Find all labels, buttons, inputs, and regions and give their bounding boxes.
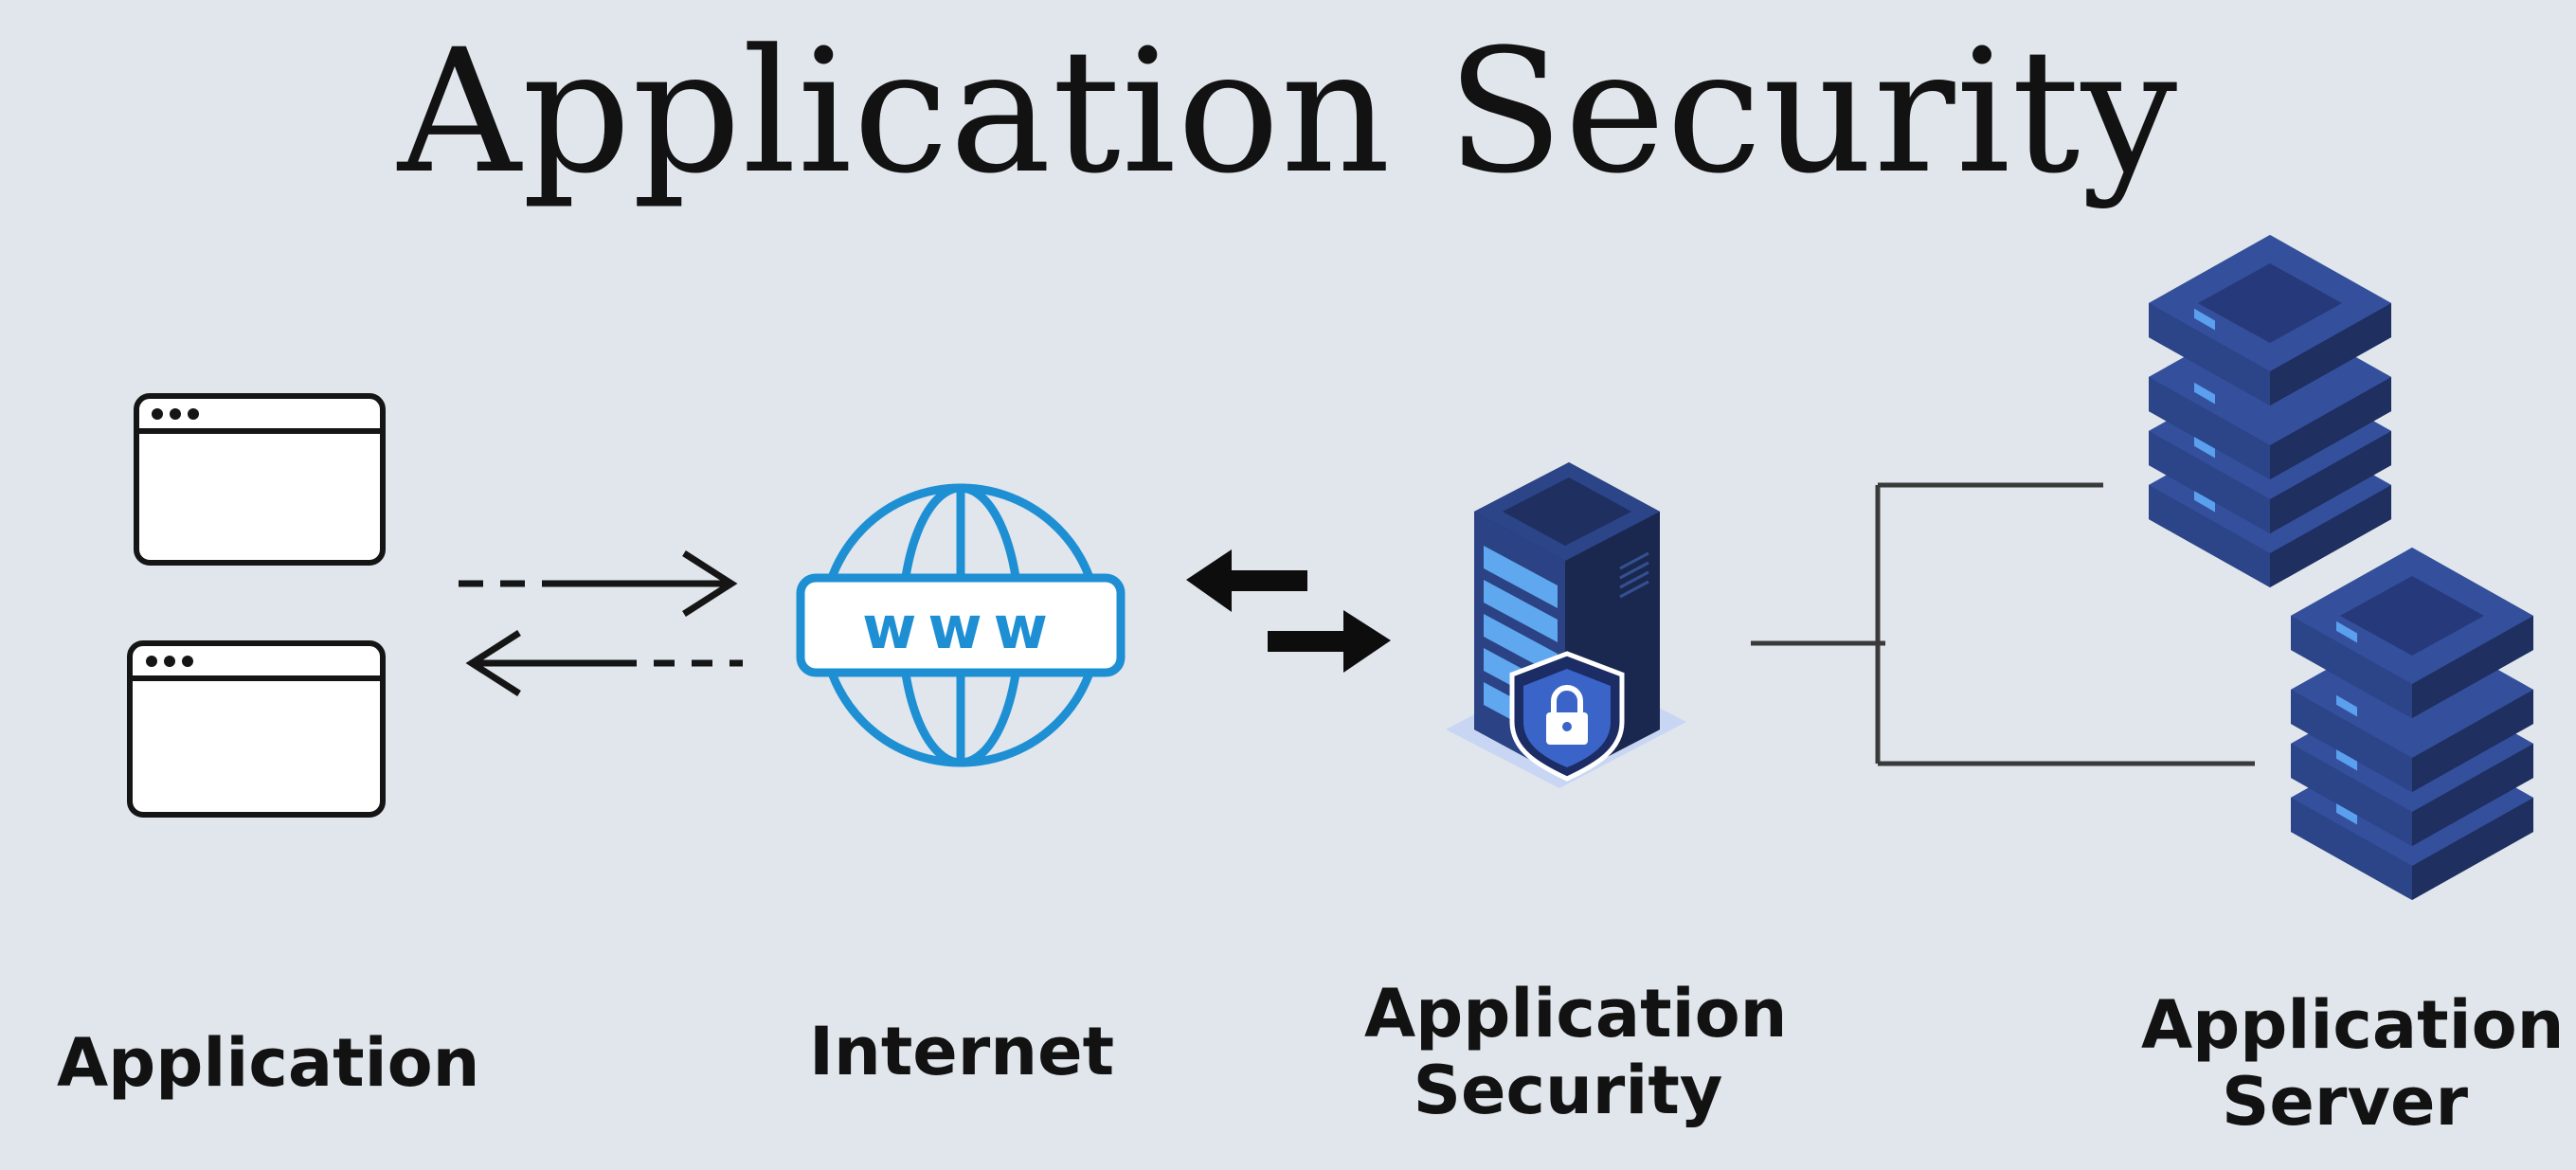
secure-server-icon (1446, 462, 1686, 788)
server-label-line1: Application (2141, 986, 2565, 1064)
request-arrow-icon (459, 550, 738, 617)
response-arrow-icon (465, 630, 743, 696)
www-text: www (862, 593, 1059, 662)
internet-label-text: Internet (808, 1013, 1115, 1090)
diagram-title: Application Security (397, 13, 2179, 211)
server-label-line2: Server (2221, 1062, 2469, 1141)
security-label-line1: Application (1364, 975, 1788, 1053)
security-label-line2: Security (1413, 1051, 1723, 1129)
bidirectional-arrow-icon (1186, 549, 1391, 673)
internet-label: Internet (777, 1014, 1146, 1090)
application-label: Application (57, 1025, 480, 1102)
www-globe-icon (796, 483, 1126, 767)
server-stack-icon (2149, 235, 2391, 587)
application-security-label: Application Security (1364, 975, 1788, 1129)
network-connector (1751, 482, 2255, 766)
server-stack-icon (2291, 548, 2533, 900)
browser-window-icon (127, 640, 386, 818)
application-server-label: Application Server (2141, 986, 2565, 1141)
browser-window-icon (134, 393, 386, 566)
application-label-text: Application (57, 1024, 480, 1102)
